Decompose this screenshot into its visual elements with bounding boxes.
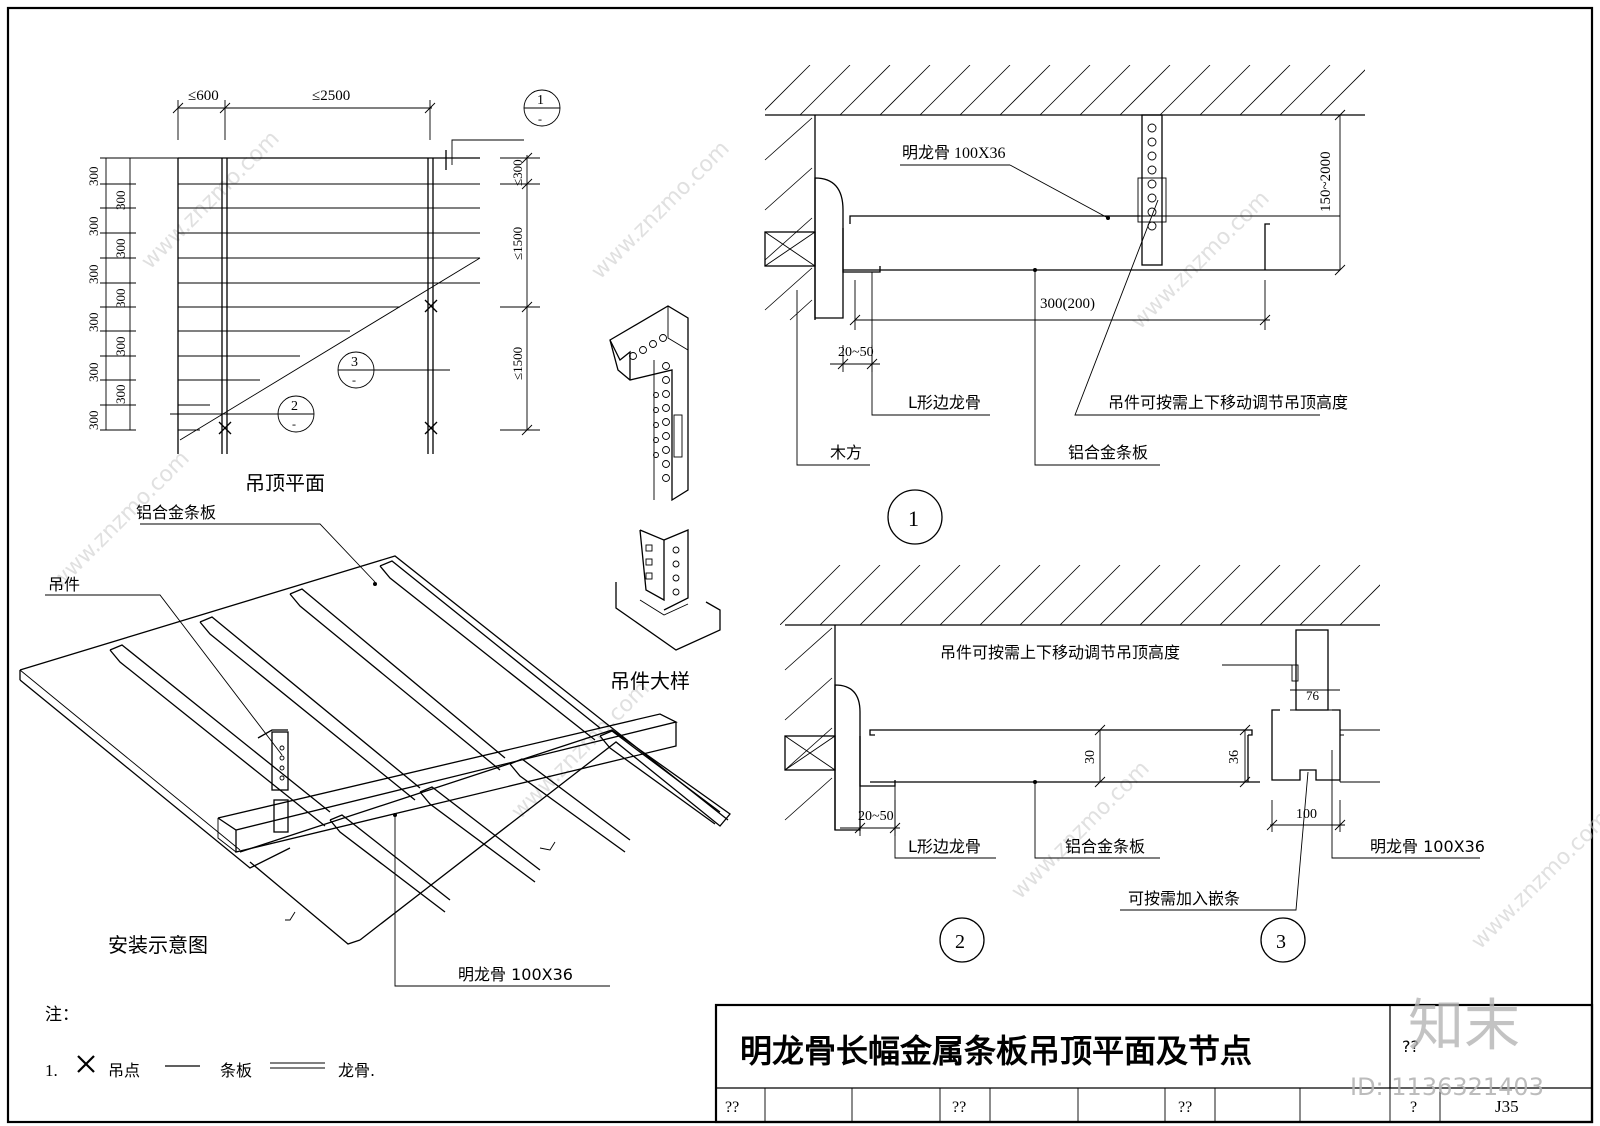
legend-keel: 龙骨. bbox=[338, 1061, 375, 1080]
n1-label-wood: 木方 bbox=[830, 443, 862, 462]
dim-2500: ≤2500 bbox=[312, 88, 350, 104]
watermark-site: www.znzmo.com bbox=[1467, 806, 1600, 954]
dim-300-r3: 300 bbox=[113, 289, 128, 309]
hanger-detail-title: 吊件大样 bbox=[610, 669, 690, 693]
notes: 注： 1. 吊点 条板 龙骨. bbox=[45, 1005, 375, 1080]
node-2-number: 2 bbox=[955, 931, 965, 953]
n1-dim-height: 150~2000 bbox=[1318, 151, 1334, 212]
watermark-site: www.znzmo.com bbox=[1007, 756, 1155, 904]
n2-label-strip: 铝合金条板 bbox=[1065, 837, 1145, 856]
watermark-site: www.znzmo.com bbox=[507, 676, 655, 824]
svg-text:-: - bbox=[292, 417, 296, 431]
node-1-number-circle bbox=[887, 489, 943, 545]
axo-label-strip: 铝合金条板 bbox=[136, 503, 216, 522]
dim-300-r2: 300 bbox=[113, 239, 128, 259]
hanger-point-symbol bbox=[77, 1055, 95, 1073]
dim-300-l6: 300 bbox=[86, 411, 101, 431]
dim-300-l1: 300 bbox=[86, 167, 101, 187]
legend-strip: 条板 bbox=[220, 1061, 252, 1080]
title-block: 明龙骨长幅金属条板吊顶平面及节点 ?? ?? ?? ?? ? J35 bbox=[714, 1003, 1594, 1124]
n2-label-adjust: 吊件可按需上下移动调节吊顶高度 bbox=[940, 643, 1180, 662]
n2-label-lkeel: L形边龙骨 bbox=[908, 837, 981, 856]
n1-dim-spacing: 300(200) bbox=[1040, 296, 1095, 312]
dim-300-l4: 300 bbox=[86, 313, 101, 333]
node-1-section: 150~2000 300(200) 20~50 明龙骨 100X36 L形边龙骨… bbox=[764, 65, 1365, 545]
axo-label-keel: 明龙骨 100X36 bbox=[458, 965, 573, 984]
n1-label-adjust: 吊件可按需上下移动调节吊顶高度 bbox=[1108, 393, 1348, 412]
node-3-number: 3 bbox=[1276, 931, 1286, 953]
dim-300-r4: 300 bbox=[113, 337, 128, 357]
n2-dim-100: 100 bbox=[1296, 807, 1317, 822]
n2-dim-30: 30 bbox=[1083, 750, 1098, 764]
drawing-title: 明龙骨长幅金属条板吊顶平面及节点 bbox=[740, 1032, 1252, 1070]
notes-item-number: 1. bbox=[45, 1061, 58, 1080]
dim-300-l2: 300 bbox=[86, 217, 101, 237]
n2-dim-76: 76 bbox=[1306, 688, 1320, 703]
dim-300-r1: 300 bbox=[113, 191, 128, 211]
notes-heading: 注： bbox=[45, 1005, 79, 1025]
node-3-number-circle bbox=[1260, 917, 1306, 963]
callout-3: 3 bbox=[351, 355, 358, 370]
axo-title: 安装示意图 bbox=[108, 933, 208, 957]
tb-cell-3: ?? bbox=[1178, 1099, 1192, 1116]
dim-300-l3: 300 bbox=[86, 265, 101, 285]
svg-text:-: - bbox=[352, 373, 356, 387]
n2-label-keel: 明龙骨 100X36 bbox=[1370, 837, 1485, 856]
n1-label-keel: 明龙骨 100X36 bbox=[902, 144, 1006, 162]
axo-label-hanger: 吊件 bbox=[48, 575, 80, 594]
watermark-site: www.znzmo.com bbox=[137, 126, 285, 274]
callout-1: 1 bbox=[537, 93, 544, 108]
plan-title: 吊顶平面 bbox=[245, 471, 325, 495]
dim-600: ≤600 bbox=[188, 88, 219, 104]
dim-1500-b: ≤1500 bbox=[510, 347, 525, 380]
svg-text:-: - bbox=[538, 112, 542, 126]
title-small-mark: ?? bbox=[1402, 1037, 1419, 1056]
tb-cell-2: ?? bbox=[952, 1099, 966, 1116]
dim-300-l5: 300 bbox=[86, 363, 101, 383]
n1-label-strip: 铝合金条板 bbox=[1068, 443, 1148, 462]
callout-2: 2 bbox=[291, 399, 298, 414]
n2-dim-36: 36 bbox=[1227, 750, 1242, 764]
watermark-site: www.znzmo.com bbox=[587, 136, 735, 284]
watermark-layer: www.znzmo.com www.znzmo.com www.znzmo.co… bbox=[47, 126, 1600, 954]
dim-1500-a: ≤1500 bbox=[510, 227, 525, 260]
axonometric-view: 铝合金条板 吊件 明龙骨 100X36 安装示意图 bbox=[19, 503, 731, 987]
ceiling-plan: ≤600 ≤2500 300 300 300 300 300 300 300 3… bbox=[86, 88, 561, 495]
drawing-number: J35 bbox=[1495, 1097, 1519, 1116]
brand-watermark: 知末 bbox=[1408, 994, 1520, 1059]
id-watermark: ID: 1136321403 bbox=[1350, 1073, 1544, 1101]
watermark-site: www.znzmo.com bbox=[1127, 186, 1275, 334]
node-1-number: 1 bbox=[908, 506, 919, 531]
n2-dim-edge: 20~50 bbox=[858, 809, 894, 824]
dim-300-r5: 300 bbox=[113, 385, 128, 405]
node-2-3-section: 76 30 36 100 20~50 吊件可按需上下移动调节吊顶高度 L形边龙骨 bbox=[780, 565, 1485, 963]
legend-point: 吊点 bbox=[108, 1061, 140, 1080]
dim-300-right: ≤300 bbox=[510, 159, 525, 186]
n2-label-insert: 可按需加入嵌条 bbox=[1128, 889, 1240, 908]
n1-dim-edge: 20~50 bbox=[838, 345, 874, 360]
tb-cell-1: ?? bbox=[725, 1099, 739, 1116]
n1-label-lkeel: L形边龙骨 bbox=[908, 393, 981, 412]
hanger-detail: 吊件大样 bbox=[609, 305, 721, 693]
tb-cell-4: ? bbox=[1410, 1099, 1417, 1116]
node-2-number-circle bbox=[939, 917, 985, 963]
